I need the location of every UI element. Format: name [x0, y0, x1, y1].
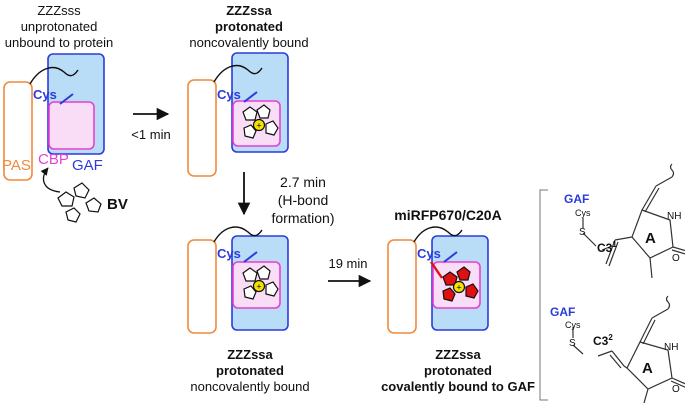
- panel1-state: ZZZsss: [37, 3, 81, 18]
- gaf-label: GAF: [72, 157, 103, 174]
- struct-top-o: O: [672, 253, 680, 264]
- panel1-binding: unbound to protein: [4, 35, 114, 50]
- pas-domain: [3, 81, 33, 181]
- pas-label: PAS: [2, 157, 31, 174]
- struct-bottom-o: O: [672, 384, 680, 395]
- structure-bracket: [539, 189, 548, 401]
- struct-bottom-gaf: GAF: [550, 305, 576, 319]
- panel4-title: miRFP670/C20A: [394, 207, 502, 223]
- step1-time: <1 min: [131, 127, 171, 142]
- cbp-pocket: [48, 101, 95, 150]
- step2-detail1: (H-bond: [277, 192, 329, 208]
- panel4-cys-label: Cys: [417, 246, 441, 261]
- panel2-cys-label: Cys: [217, 87, 241, 102]
- struct-top-ring-a: A: [645, 230, 656, 247]
- panel3-cys-label: Cys: [217, 246, 241, 261]
- free-ligand: [57, 182, 102, 223]
- panel4-protein: [387, 226, 489, 334]
- panel1-protonation: unprotonated: [20, 19, 98, 34]
- struct-bottom-s: S: [569, 338, 576, 349]
- linker-loop: [29, 66, 79, 85]
- panel4-protonation: protonated: [424, 363, 492, 378]
- panel4-ligand: +: [442, 266, 479, 302]
- step2-time: 2.7 min: [280, 174, 326, 190]
- panel3-binding: noncovalently bound: [190, 379, 310, 394]
- step3-time: 19 min: [328, 256, 368, 271]
- panel3-state: ZZZssa: [227, 347, 273, 362]
- struct-top-s: S: [579, 227, 586, 238]
- binding-arrow: [40, 167, 61, 193]
- struct-bottom-ring-a: A: [642, 360, 653, 377]
- panel4-state: ZZZssa: [435, 347, 481, 362]
- covalent-bond: [430, 261, 443, 279]
- panel3-protonation: protonated: [216, 363, 284, 378]
- panel2-binding: noncovalently bound: [189, 35, 309, 50]
- bv-label: BV: [107, 196, 128, 213]
- struct-top-cys: Cys: [575, 208, 591, 218]
- step2-detail2: formation): [271, 210, 335, 226]
- panel2-protonation: protonated: [215, 19, 283, 34]
- structure-bottom: [572, 295, 685, 403]
- panel1-cys-label: Cys: [33, 87, 57, 102]
- panel2-protein: [187, 52, 289, 177]
- panel2-ligand: +: [242, 104, 279, 139]
- struct-top-c3: C31: [597, 240, 617, 255]
- struct-bottom-cys: Cys: [565, 320, 581, 330]
- svg-text:+: +: [456, 283, 461, 293]
- struct-top-nh: NH: [667, 211, 682, 222]
- panel4-binding: covalently bound to GAF: [381, 379, 535, 394]
- panel3-protein: [187, 226, 289, 334]
- struct-bottom-nh: NH: [664, 342, 679, 353]
- structure-top: [582, 163, 685, 279]
- struct-bottom-c3: C32: [593, 333, 613, 348]
- cbp-label: CBP: [38, 151, 69, 168]
- struct-top-gaf: GAF: [564, 192, 590, 206]
- panel3-ligand: +: [242, 265, 279, 300]
- svg-text:+: +: [256, 121, 261, 131]
- cys-stick: [59, 93, 74, 105]
- svg-text:+: +: [256, 282, 261, 292]
- panel1-protein: [3, 53, 105, 181]
- panel2-state: ZZZssa: [226, 3, 272, 18]
